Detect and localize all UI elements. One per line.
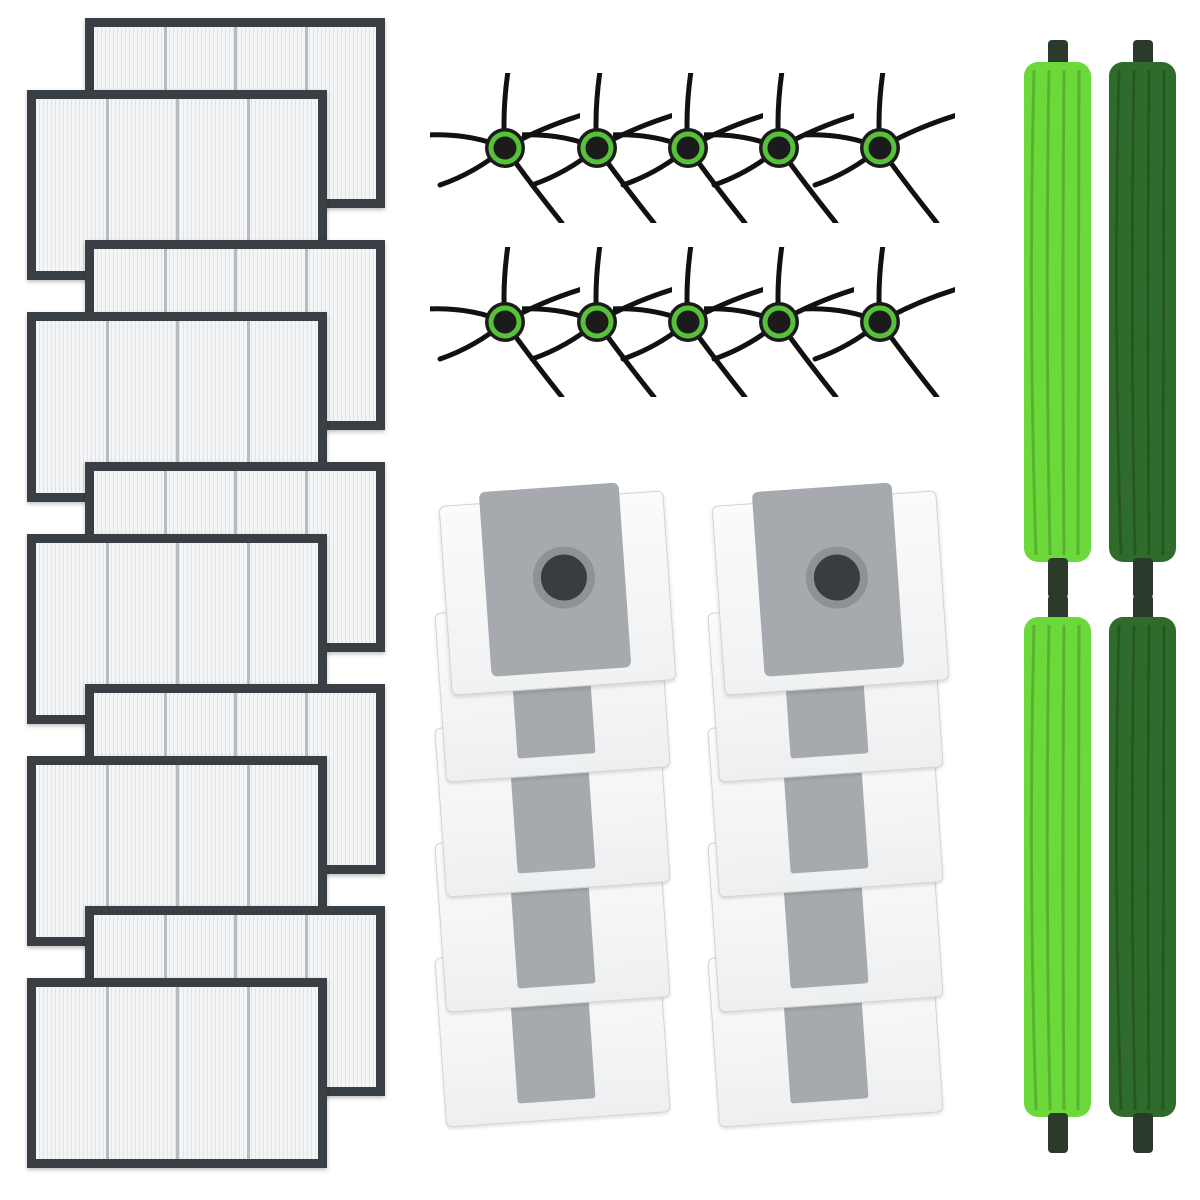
- filter-divider: [176, 321, 179, 493]
- roller-fin: [1161, 69, 1166, 556]
- roller-fin: [1161, 624, 1166, 1111]
- roller-body: [1024, 62, 1091, 562]
- roller-end-cap-bottom: [1133, 1113, 1153, 1153]
- brush-hub-center: [874, 142, 886, 154]
- hepa-filter-front: [27, 978, 327, 1168]
- roller-end-cap-top: [1048, 595, 1068, 621]
- brush-hub-ring: [671, 305, 705, 339]
- main-roller-dark: [1105, 595, 1180, 1155]
- filter-divider: [176, 765, 179, 937]
- dust-bag-front: [438, 482, 677, 696]
- brush-hub-ring: [580, 131, 614, 165]
- main-roller-dark: [1105, 40, 1180, 600]
- brush-hub-center: [591, 142, 603, 154]
- roller-fin: [1114, 624, 1123, 1111]
- filter-divider: [105, 543, 109, 715]
- roller-end-cap-bottom: [1133, 558, 1153, 598]
- roller-fin: [1029, 624, 1038, 1111]
- filter-pleated-media: [36, 543, 318, 715]
- brush-hub-center: [874, 316, 886, 328]
- roller-fin: [1146, 624, 1151, 1111]
- brush-hub-ring: [863, 131, 897, 165]
- hepa-filter-front: [27, 534, 327, 724]
- side-brush: [613, 73, 763, 223]
- side-brush: [805, 73, 955, 223]
- roller-fin: [1061, 624, 1066, 1111]
- filter-divider: [105, 765, 109, 937]
- dust-bag-intake-port: [803, 544, 871, 611]
- brush-hub-ring: [580, 305, 614, 339]
- brush-hub-center: [682, 316, 694, 328]
- filter-divider: [105, 321, 109, 493]
- roller-fin: [1061, 69, 1066, 556]
- side-brush: [522, 247, 672, 397]
- filter-divider: [176, 543, 179, 715]
- filter-divider: [246, 321, 250, 493]
- filter-divider: [105, 987, 109, 1159]
- brush-hub-ring: [762, 305, 796, 339]
- filter-divider: [176, 987, 179, 1159]
- brush-hub-center: [591, 316, 603, 328]
- brush-hub-ring: [488, 131, 522, 165]
- filter-pleated-media: [36, 987, 318, 1159]
- roller-fin: [1045, 624, 1052, 1111]
- roller-fin: [1076, 69, 1081, 556]
- brush-hub-center: [773, 316, 785, 328]
- filter-divider: [246, 987, 250, 1159]
- roller-body: [1024, 617, 1091, 1117]
- brush-hub-center: [682, 142, 694, 154]
- roller-end-cap-bottom: [1048, 1113, 1068, 1153]
- side-brush: [704, 247, 854, 397]
- brush-hub-center: [773, 142, 785, 154]
- roller-body: [1109, 62, 1176, 562]
- roller-end-cap-top: [1133, 595, 1153, 621]
- side-brush: [430, 73, 580, 223]
- dust-bag-plate: [751, 482, 905, 677]
- filter-divider: [105, 99, 109, 271]
- side-brush: [704, 73, 854, 223]
- brush-hub-ring: [863, 305, 897, 339]
- side-brush: [430, 247, 580, 397]
- filter-divider: [176, 99, 179, 271]
- brush-hub-center: [499, 142, 511, 154]
- dust-bag-intake-port: [530, 544, 598, 611]
- filter-divider: [246, 99, 250, 271]
- roller-fin: [1045, 69, 1052, 556]
- main-roller-light: [1020, 40, 1095, 600]
- roller-fin: [1029, 69, 1038, 556]
- roller-fin: [1130, 69, 1137, 556]
- brush-hub-ring: [671, 131, 705, 165]
- dust-bag-plate: [478, 482, 632, 677]
- filter-divider: [246, 765, 250, 937]
- roller-body: [1109, 617, 1176, 1117]
- roller-end-cap-top: [1048, 40, 1068, 66]
- brush-hub-center: [499, 316, 511, 328]
- brush-hub-ring: [762, 131, 796, 165]
- roller-fin: [1146, 69, 1151, 556]
- filter-divider: [246, 543, 250, 715]
- brush-hub-ring: [488, 305, 522, 339]
- side-brush: [613, 247, 763, 397]
- roller-end-cap-bottom: [1048, 558, 1068, 598]
- dust-bag-front: [711, 482, 950, 696]
- roller-fin: [1076, 624, 1081, 1111]
- roller-fin: [1114, 69, 1123, 556]
- main-roller-light: [1020, 595, 1095, 1155]
- roller-fin: [1130, 624, 1137, 1111]
- side-brush: [805, 247, 955, 397]
- roller-end-cap-top: [1133, 40, 1153, 66]
